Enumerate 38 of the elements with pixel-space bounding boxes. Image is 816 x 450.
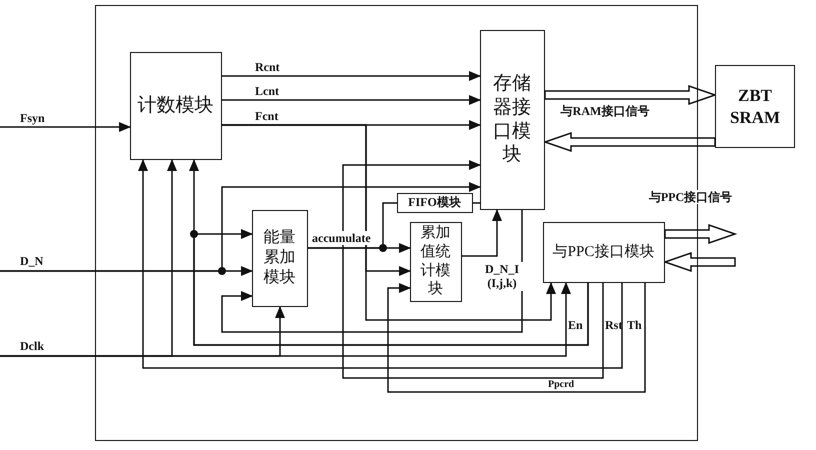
module-box: FIFO模块 bbox=[396, 192, 472, 212]
arrow bbox=[138, 159, 623, 369]
connector-line bbox=[308, 202, 397, 249]
arrow bbox=[0, 159, 177, 357]
arrow bbox=[222, 71, 481, 81]
edge-label: D_N bbox=[20, 254, 44, 268]
arrow bbox=[0, 182, 481, 272]
edge-label: Fcnt bbox=[255, 109, 278, 124]
signal-label: Ppcrd bbox=[548, 380, 574, 390]
module-box: 与PPC接口模块 bbox=[542, 222, 664, 282]
signal-label: 与RAM接口信号 bbox=[560, 104, 650, 118]
module-box: 存储器接口模块 bbox=[480, 30, 544, 210]
arrow bbox=[462, 209, 502, 257]
module-box: 能量累加模块 bbox=[252, 210, 308, 306]
arrow bbox=[193, 229, 589, 346]
module-box: 累加值统计模块 bbox=[410, 222, 462, 302]
edge-label: Rcnt bbox=[255, 60, 280, 74]
edge-label: accumulate bbox=[312, 231, 371, 246]
arrow bbox=[222, 95, 481, 105]
arrow bbox=[221, 210, 523, 333]
hollow-arrow bbox=[662, 252, 736, 272]
hollow-arrow bbox=[542, 132, 716, 152]
memory-box: ZBT SRAM bbox=[715, 65, 795, 148]
signal-label: Rst bbox=[605, 318, 622, 332]
signal-label: En bbox=[568, 318, 583, 332]
signal-label: 与PPC接口信号 bbox=[648, 190, 733, 204]
hollow-arrow bbox=[544, 84, 718, 106]
arrow bbox=[387, 283, 646, 393]
arrow bbox=[222, 124, 411, 276]
module-box: 计数模块 bbox=[130, 52, 222, 160]
connector-line bbox=[473, 202, 480, 204]
arrow bbox=[0, 122, 131, 132]
edge-label: Fsyn bbox=[20, 111, 45, 126]
signal-label: Th bbox=[627, 318, 642, 332]
edge-label: Dclk bbox=[20, 339, 44, 354]
hollow-arrow bbox=[664, 224, 738, 244]
edge-label: Lcnt bbox=[255, 84, 279, 98]
arrow bbox=[342, 160, 604, 379]
